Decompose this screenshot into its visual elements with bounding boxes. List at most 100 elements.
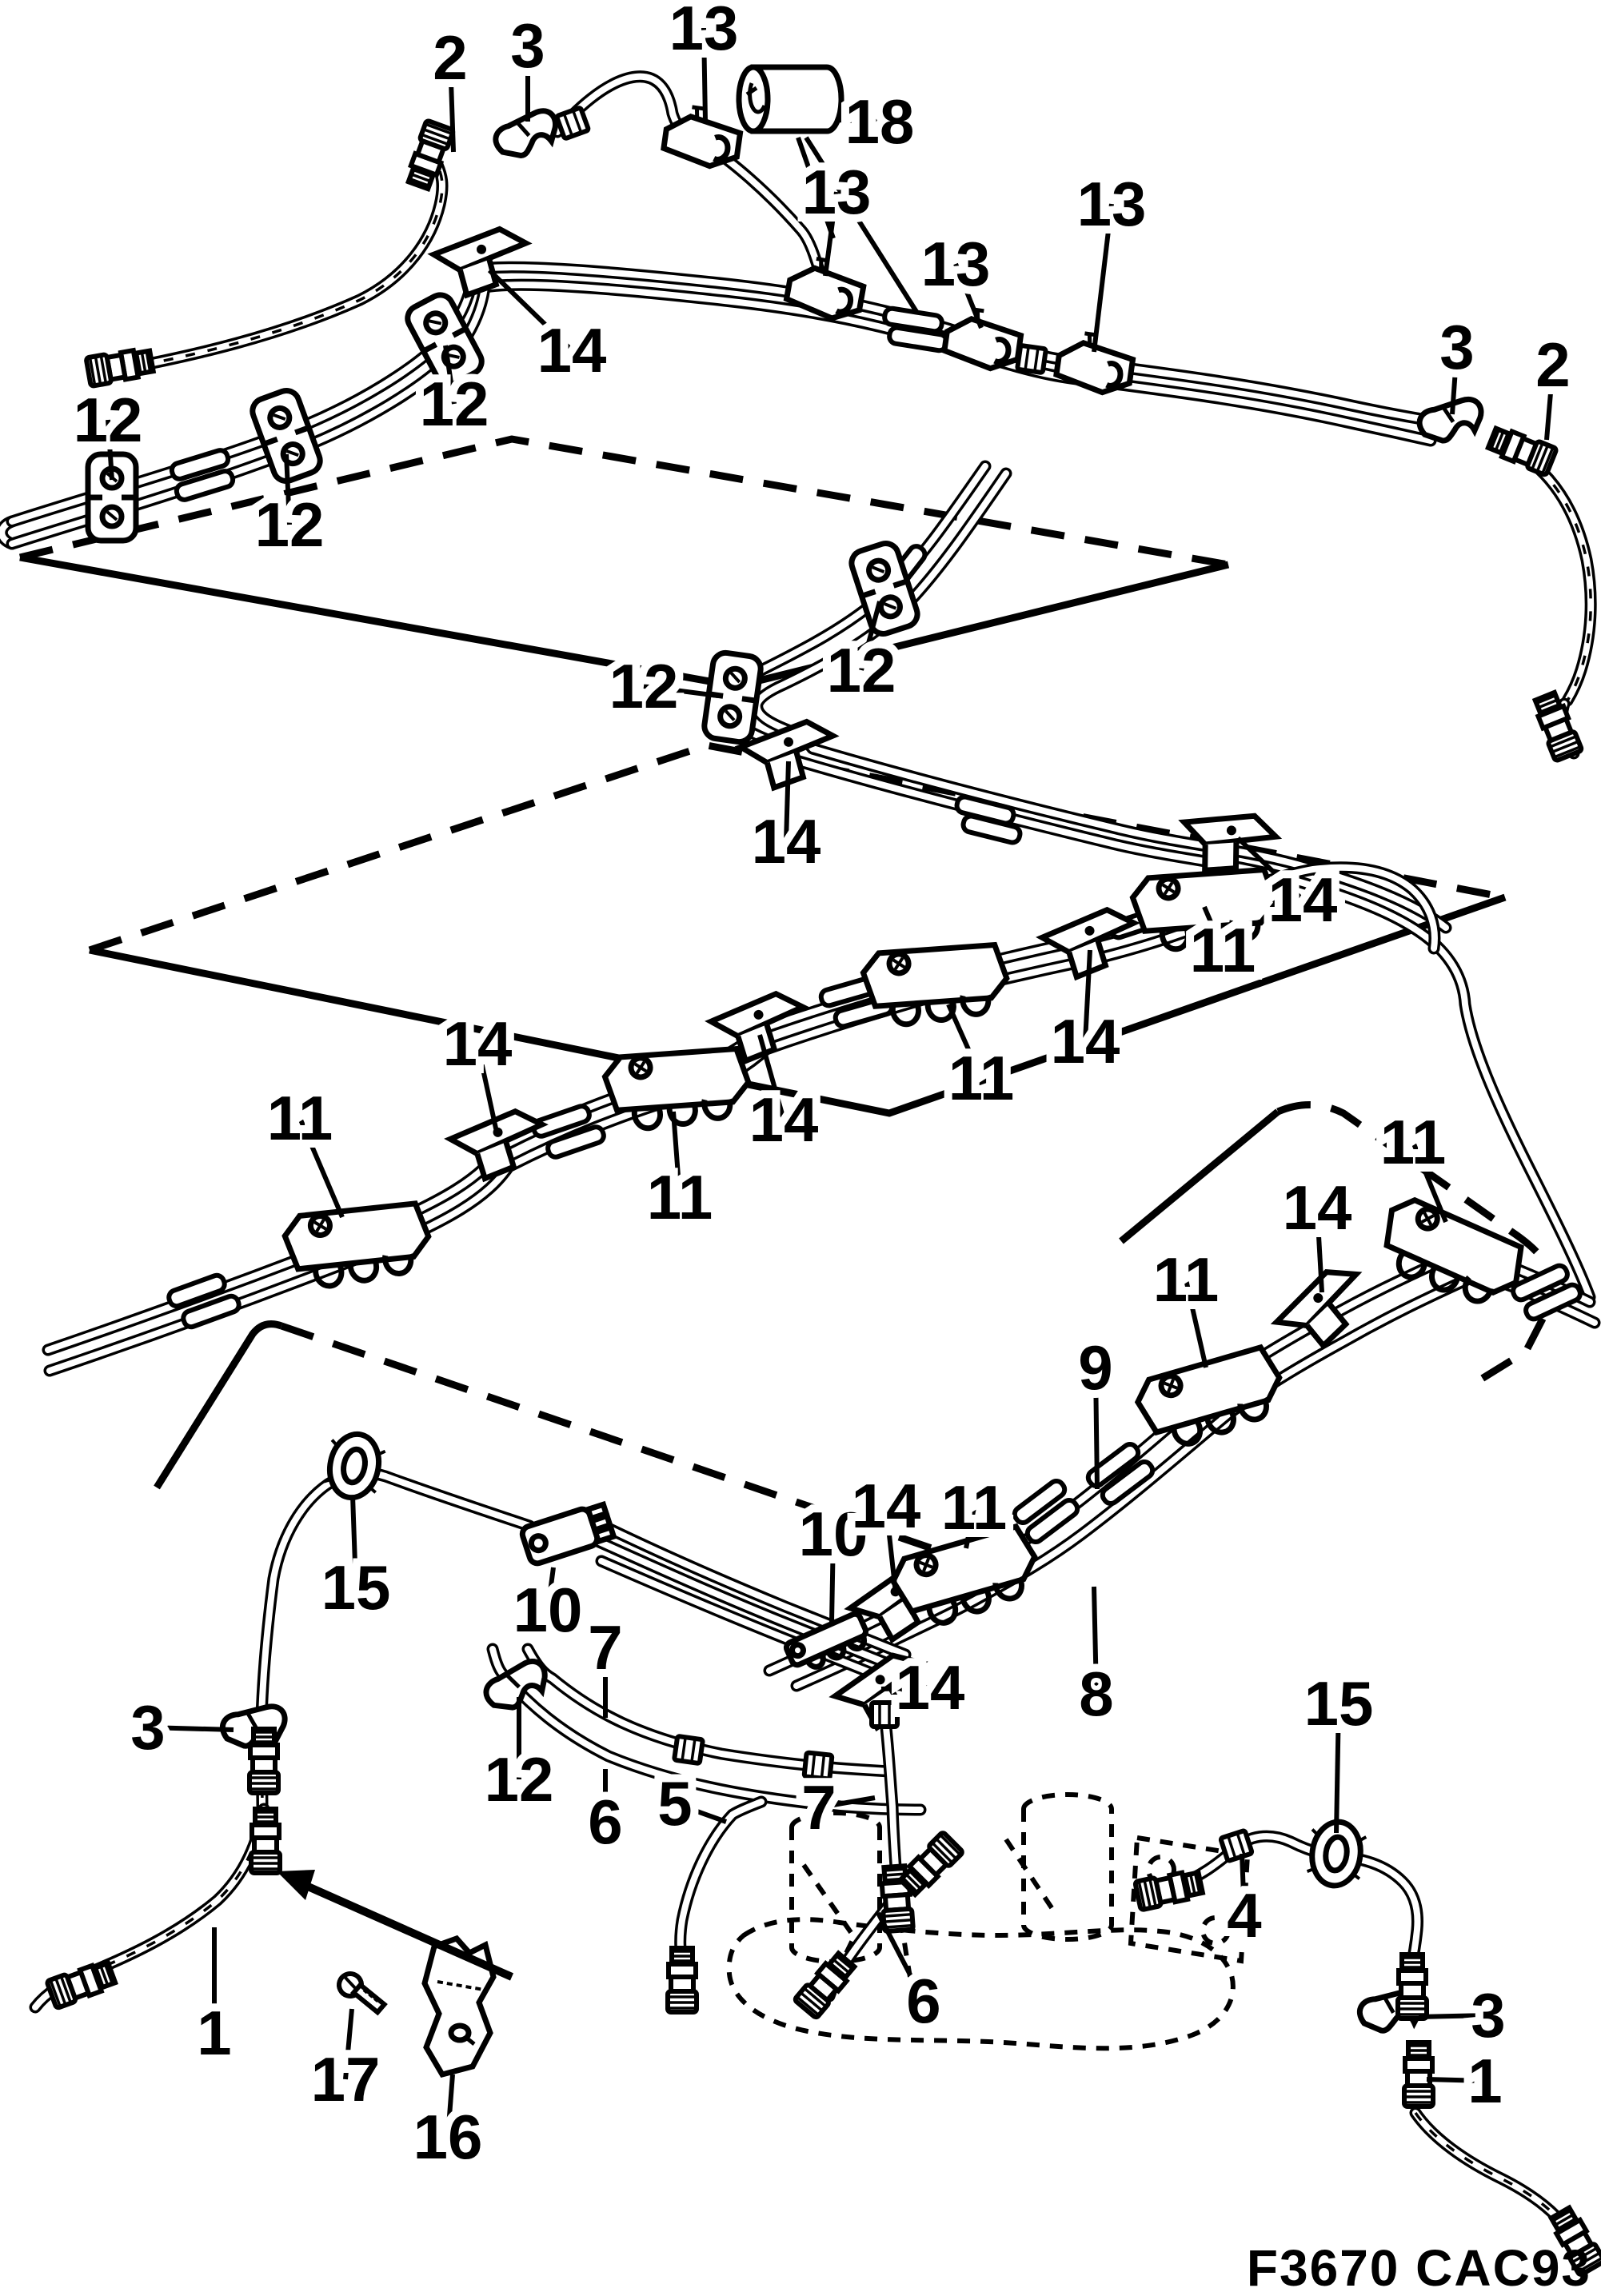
callout-leader bbox=[487, 268, 574, 353]
callout-11: 11 bbox=[933, 1464, 1015, 1551]
callout-leader bbox=[1093, 1367, 1100, 1490]
screw-17 bbox=[334, 1971, 390, 2013]
callout-number: 14 bbox=[896, 1652, 965, 1723]
hose-fitting bbox=[46, 1959, 116, 2008]
canister-position-lines bbox=[796, 136, 922, 318]
hose-fitting bbox=[86, 347, 154, 386]
pipe-bracket-13 bbox=[943, 306, 1024, 372]
callout-number: 14 bbox=[749, 1084, 819, 1155]
callout-leader bbox=[784, 761, 791, 842]
callout-leader bbox=[284, 453, 292, 525]
callout-11: 11 bbox=[1182, 905, 1264, 993]
callout-leader bbox=[1315, 1207, 1324, 1293]
callout-number: 2 bbox=[1535, 329, 1570, 400]
callout-12: 12 bbox=[819, 601, 904, 713]
callout-leader bbox=[829, 1533, 836, 1623]
callout-13: 13 bbox=[913, 221, 998, 329]
callout-number: 11 bbox=[267, 1083, 333, 1153]
pipe-nut bbox=[557, 107, 589, 138]
callout-number: 12 bbox=[485, 1744, 554, 1815]
callout-number: 14 bbox=[752, 806, 821, 876]
callout-13: 13 bbox=[661, 0, 746, 122]
callout-leader bbox=[701, 27, 708, 122]
callout-number: 13 bbox=[669, 0, 739, 63]
callout-leader bbox=[445, 2074, 455, 2138]
callout-3: 3 bbox=[502, 2, 553, 122]
callout-number: 1 bbox=[197, 1998, 231, 2068]
callout-14: 14 bbox=[880, 1644, 972, 1731]
callout-leader bbox=[1426, 2077, 1486, 2083]
callout-10: 10 bbox=[505, 1567, 591, 1653]
callout-leader bbox=[964, 1507, 976, 1549]
callout-leader bbox=[1092, 203, 1114, 353]
callout-leader bbox=[823, 191, 839, 277]
callout-number: 1 bbox=[1467, 2046, 1502, 2116]
pipe-runs bbox=[2, 77, 1595, 2234]
callout-18: 18 bbox=[835, 78, 922, 165]
pipe-fitting bbox=[794, 1951, 857, 2018]
callout-leader bbox=[953, 262, 984, 329]
callout-6: 6 bbox=[580, 1769, 631, 1865]
callout-1: 1 bbox=[189, 1927, 240, 2076]
callout-number: 13 bbox=[1077, 169, 1147, 239]
callout-8: 8 bbox=[1071, 1586, 1122, 1737]
callout-leader bbox=[671, 1111, 682, 1198]
callout-leader bbox=[1544, 364, 1555, 441]
callout-leader bbox=[1202, 905, 1225, 952]
callout-number: 11 bbox=[1153, 1244, 1219, 1315]
callout-leader bbox=[448, 57, 456, 153]
figure-code: F3670 CAC93 bbox=[1247, 2239, 1591, 2296]
callout-12: 12 bbox=[412, 345, 497, 447]
callout-number: 11 bbox=[1380, 1107, 1446, 1177]
callout-11: 11 bbox=[1372, 1099, 1454, 1224]
pipe-fitting bbox=[668, 1948, 697, 2012]
callout-7: 7 bbox=[793, 1764, 876, 1851]
callout-leader bbox=[443, 345, 457, 405]
callout-number: 10 bbox=[513, 1575, 583, 1645]
pipe-nut bbox=[872, 1703, 897, 1727]
callout-number: 9 bbox=[1078, 1332, 1112, 1403]
callout-11: 11 bbox=[940, 1003, 1022, 1121]
parts-layer bbox=[46, 67, 1601, 2275]
pointer-arrow bbox=[277, 1870, 514, 1981]
callout-12: 12 bbox=[477, 1697, 561, 1823]
callout-leader bbox=[1334, 1703, 1341, 1834]
callout-6: 6 bbox=[876, 1911, 949, 2044]
callout-leader bbox=[1411, 1140, 1448, 1224]
callout-leader bbox=[1240, 1853, 1247, 1916]
callout-13: 13 bbox=[794, 149, 879, 277]
callout-number: 14 bbox=[537, 315, 607, 385]
grommet-15 bbox=[321, 1429, 387, 1503]
hose-fitting bbox=[1404, 2042, 1433, 2106]
callout-number: 12 bbox=[74, 385, 143, 455]
callout-9: 9 bbox=[1070, 1324, 1121, 1490]
callout-leader bbox=[1418, 2013, 1489, 2019]
callout-number: 3 bbox=[1439, 312, 1474, 382]
callout-leader bbox=[643, 684, 719, 698]
pipe-clamp-block-11 bbox=[601, 1032, 754, 1140]
callout-number: 5 bbox=[657, 1768, 692, 1839]
callout-leader bbox=[343, 2008, 354, 2080]
callout-3: 3 bbox=[1431, 304, 1483, 415]
callout-number: 18 bbox=[845, 86, 915, 157]
callout-leader bbox=[1236, 836, 1305, 902]
pipe-clamp-block-11 bbox=[860, 928, 1012, 1036]
callout-11: 11 bbox=[259, 1075, 345, 1219]
hose-fitting bbox=[251, 1809, 280, 1873]
callout-leader bbox=[545, 1567, 556, 1611]
hose-fitting bbox=[250, 1729, 278, 1793]
pipe-bracket-14 bbox=[448, 1107, 549, 1183]
callout-number: 12 bbox=[827, 635, 896, 705]
callout-leader bbox=[757, 1034, 786, 1120]
callout-number: 14 bbox=[443, 1008, 513, 1079]
callout-number: 12 bbox=[609, 651, 679, 721]
callout-3: 3 bbox=[122, 1684, 234, 1771]
pipe-nut bbox=[674, 1736, 703, 1763]
callout-4: 4 bbox=[1219, 1853, 1270, 1959]
callout-number: 6 bbox=[906, 1966, 940, 2036]
pipe-fitting bbox=[1135, 1868, 1204, 1910]
callout-14: 14 bbox=[435, 1000, 520, 1136]
callout-number: 2 bbox=[433, 22, 467, 93]
pipe-nut bbox=[1220, 1831, 1252, 1861]
